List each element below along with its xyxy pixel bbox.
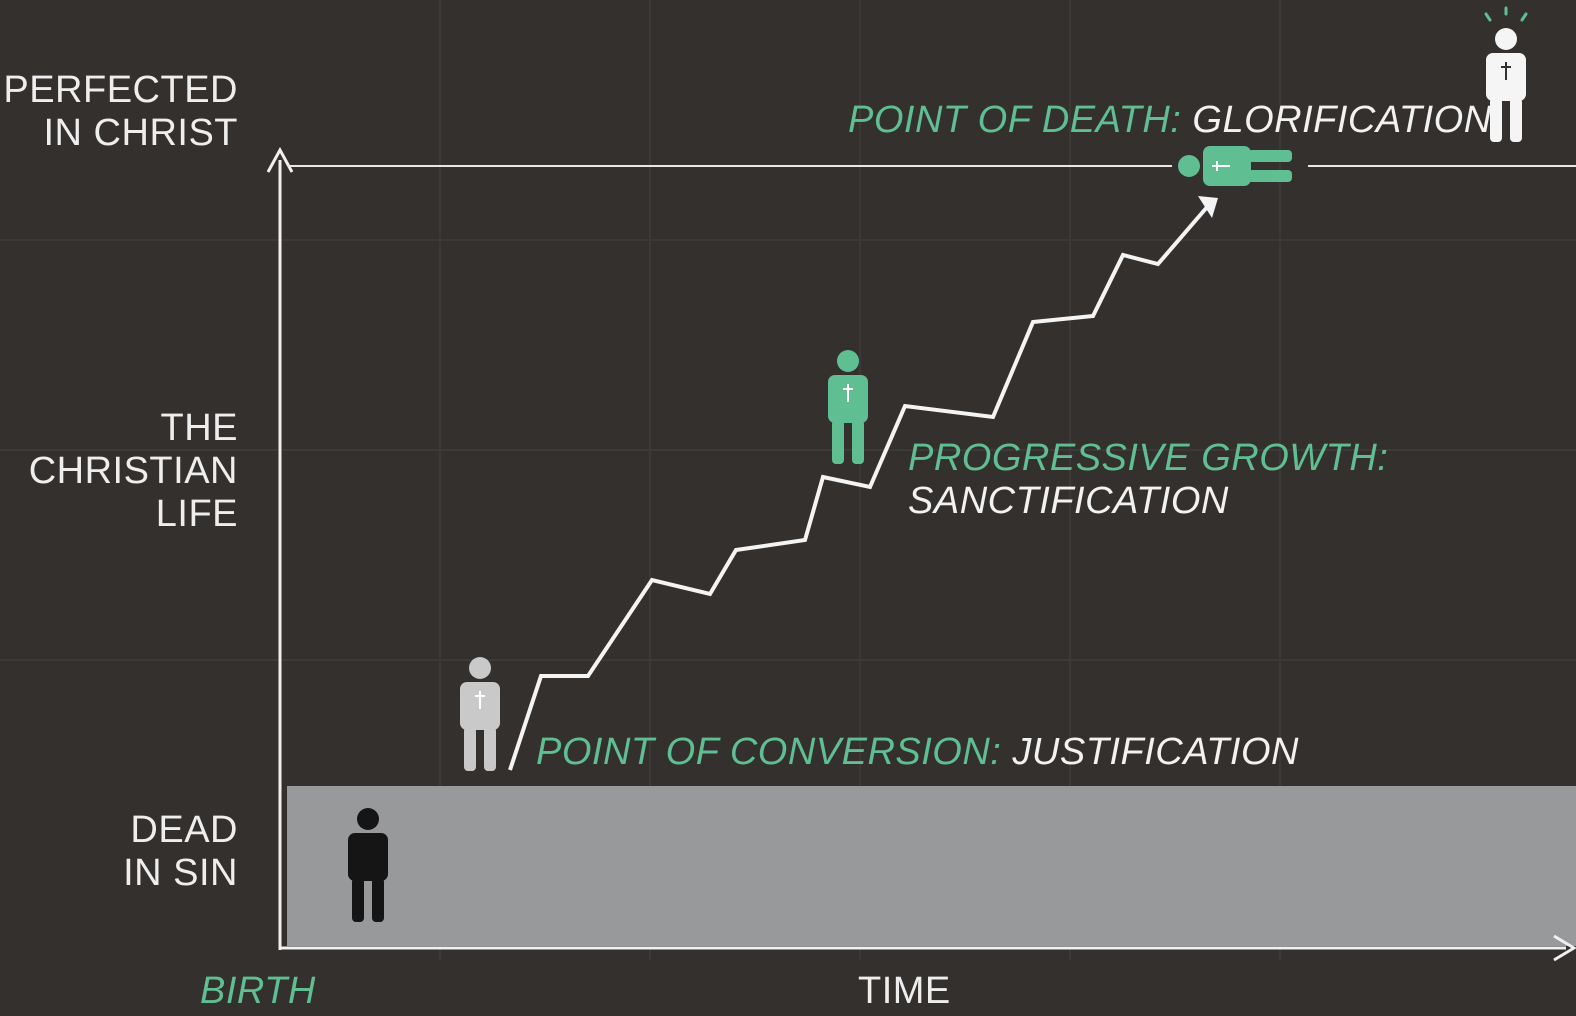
cross-icon [843,384,853,402]
annotation-death: POINT OF DEATH: GLORIFICATION [848,99,1492,142]
lying-figure-icon [1178,146,1292,186]
annotation-conversion-term: JUSTIFICATION [1012,731,1299,773]
annotation-conversion: POINT OF CONVERSION: JUSTIFICATION [536,731,1299,774]
growth-arrowhead [1198,196,1218,218]
growth-path [508,196,1218,771]
x-label-birth: BIRTH [200,970,316,1012]
radiance-icon [1484,6,1528,22]
sanctified-figure-icon [828,350,868,464]
x-label-time: TIME [858,970,951,1012]
dead-in-sin-band [287,786,1576,946]
annotation-growth-term: SANCTIFICATION [908,480,1229,522]
x-axis [280,934,1576,962]
cross-icon [475,691,485,709]
glorified-figure-icon [1484,6,1528,142]
cross-icon [1501,62,1511,80]
annotation-death-term: GLORIFICATION [1192,99,1492,141]
annotation-death-prefix: POINT OF DEATH: [848,99,1182,141]
y-axis [266,146,294,950]
cross-icon [1212,161,1230,171]
annotation-growth: PROGRESSIVE GROWTH: SANCTIFICATION [908,437,1388,523]
justified-figure-icon [460,657,500,771]
annotation-growth-prefix: PROGRESSIVE GROWTH: [908,437,1389,479]
annotation-conversion-prefix: POINT OF CONVERSION: [536,731,1002,773]
